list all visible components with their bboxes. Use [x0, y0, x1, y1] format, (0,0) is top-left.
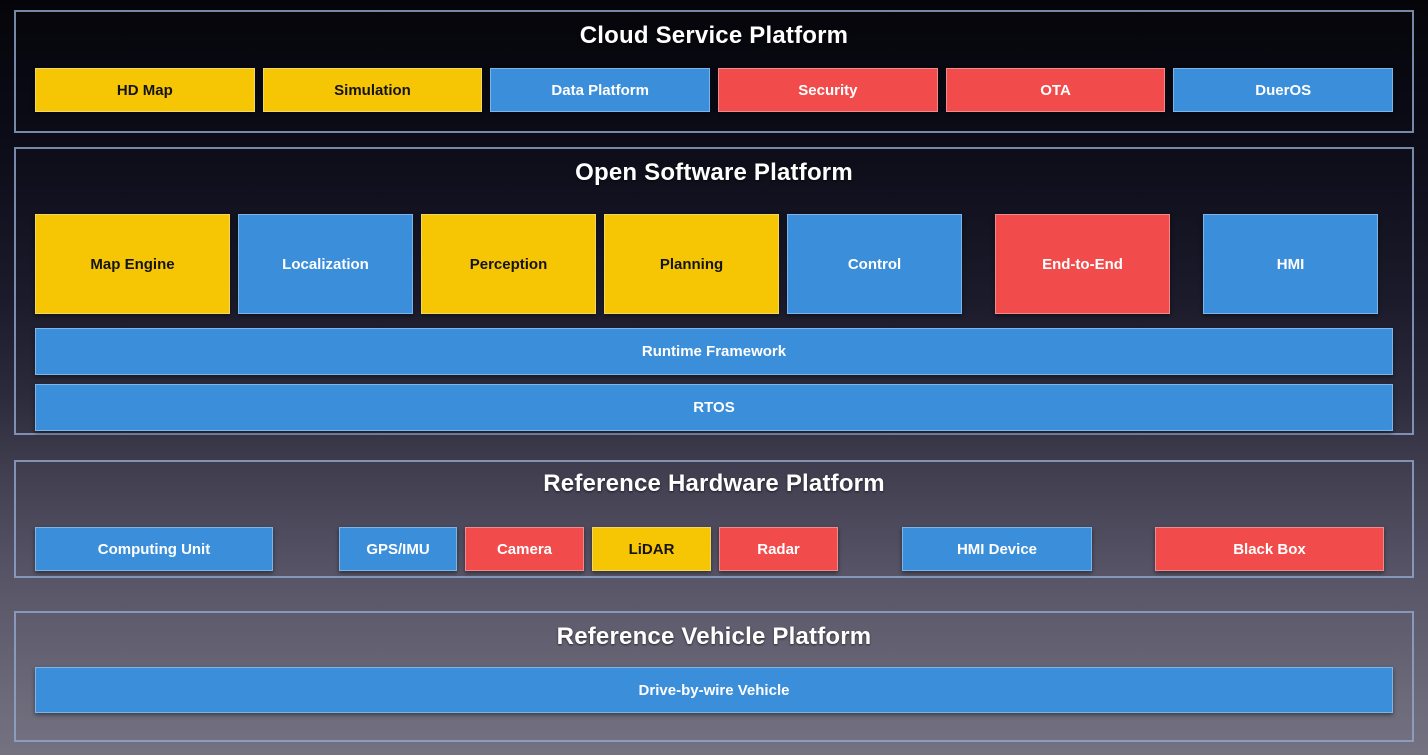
ota-box: OTA	[945, 68, 1166, 112]
hmi-device-box: HMI Device	[902, 527, 1092, 571]
section-reference-vehicle-platform: Reference Vehicle Platform Drive-by-wire…	[14, 611, 1414, 742]
radar-box: Radar	[719, 527, 838, 571]
dueros-box: DuerOS	[1173, 68, 1394, 112]
planning-box: Planning	[604, 214, 779, 314]
computing-unit-box: Computing Unit	[35, 527, 273, 571]
gps-imu-box: GPS/IMU	[339, 527, 457, 571]
lidar-box: LiDAR	[592, 527, 711, 571]
runtime-framework-bar: Runtime Framework	[35, 328, 1393, 375]
drive-by-wire-vehicle-bar: Drive-by-wire Vehicle	[35, 667, 1393, 713]
perception-box: Perception	[421, 214, 596, 314]
data-platform-box: Data Platform	[490, 68, 711, 112]
section-title-open-software-platform: Open Software Platform	[575, 159, 853, 186]
control-box: Control	[787, 214, 962, 314]
localization-box: Localization	[238, 214, 413, 314]
section-title-cloud-service-platform: Cloud Service Platform	[579, 22, 849, 49]
rtos-bar: RTOS	[35, 384, 1393, 431]
map-engine-box: Map Engine	[35, 214, 230, 314]
hd-map-box: HD Map	[35, 68, 255, 112]
security-box: Security	[718, 68, 938, 112]
black-box-box: Black Box	[1155, 527, 1384, 571]
end-to-end-box: End-to-End	[995, 214, 1170, 314]
hmi-box: HMI	[1203, 214, 1378, 314]
section-title-reference-vehicle-platform: Reference Vehicle Platform	[556, 623, 872, 650]
section-reference-hardware-platform: Reference Hardware Platform Computing Un…	[14, 460, 1414, 578]
camera-box: Camera	[465, 527, 584, 571]
section-title-reference-hardware-platform: Reference Hardware Platform	[543, 470, 885, 497]
simulation-box: Simulation	[262, 68, 483, 112]
